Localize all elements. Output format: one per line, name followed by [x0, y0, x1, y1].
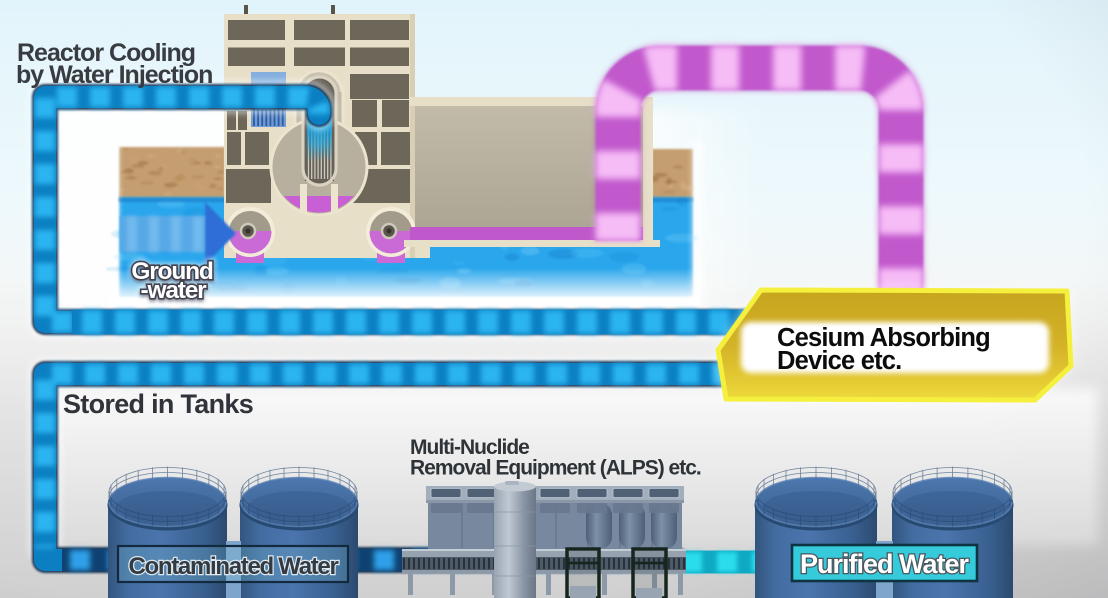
svg-text:by Water Injection: by Water Injection [16, 61, 212, 89]
svg-text:Device etc.: Device etc. [777, 347, 901, 375]
svg-text:Multi-Nuclide: Multi-Nuclide [410, 436, 529, 459]
svg-text:Contaminated Water: Contaminated Water [128, 553, 338, 580]
svg-text:Ground: Ground [131, 258, 212, 285]
svg-text:Removal Equipment (ALPS) etc.: Removal Equipment (ALPS) etc. [410, 457, 701, 480]
svg-text:Reactor Cooling: Reactor Cooling [17, 39, 195, 67]
svg-text:-water: -water [141, 277, 208, 304]
svg-text:Cesium Absorbing: Cesium Absorbing [777, 324, 990, 352]
svg-text:Stored in Tanks: Stored in Tanks [63, 389, 253, 419]
svg-text:-water: -water [141, 277, 208, 304]
svg-text:Purified Water: Purified Water [800, 549, 970, 579]
svg-text:Ground: Ground [131, 258, 212, 285]
